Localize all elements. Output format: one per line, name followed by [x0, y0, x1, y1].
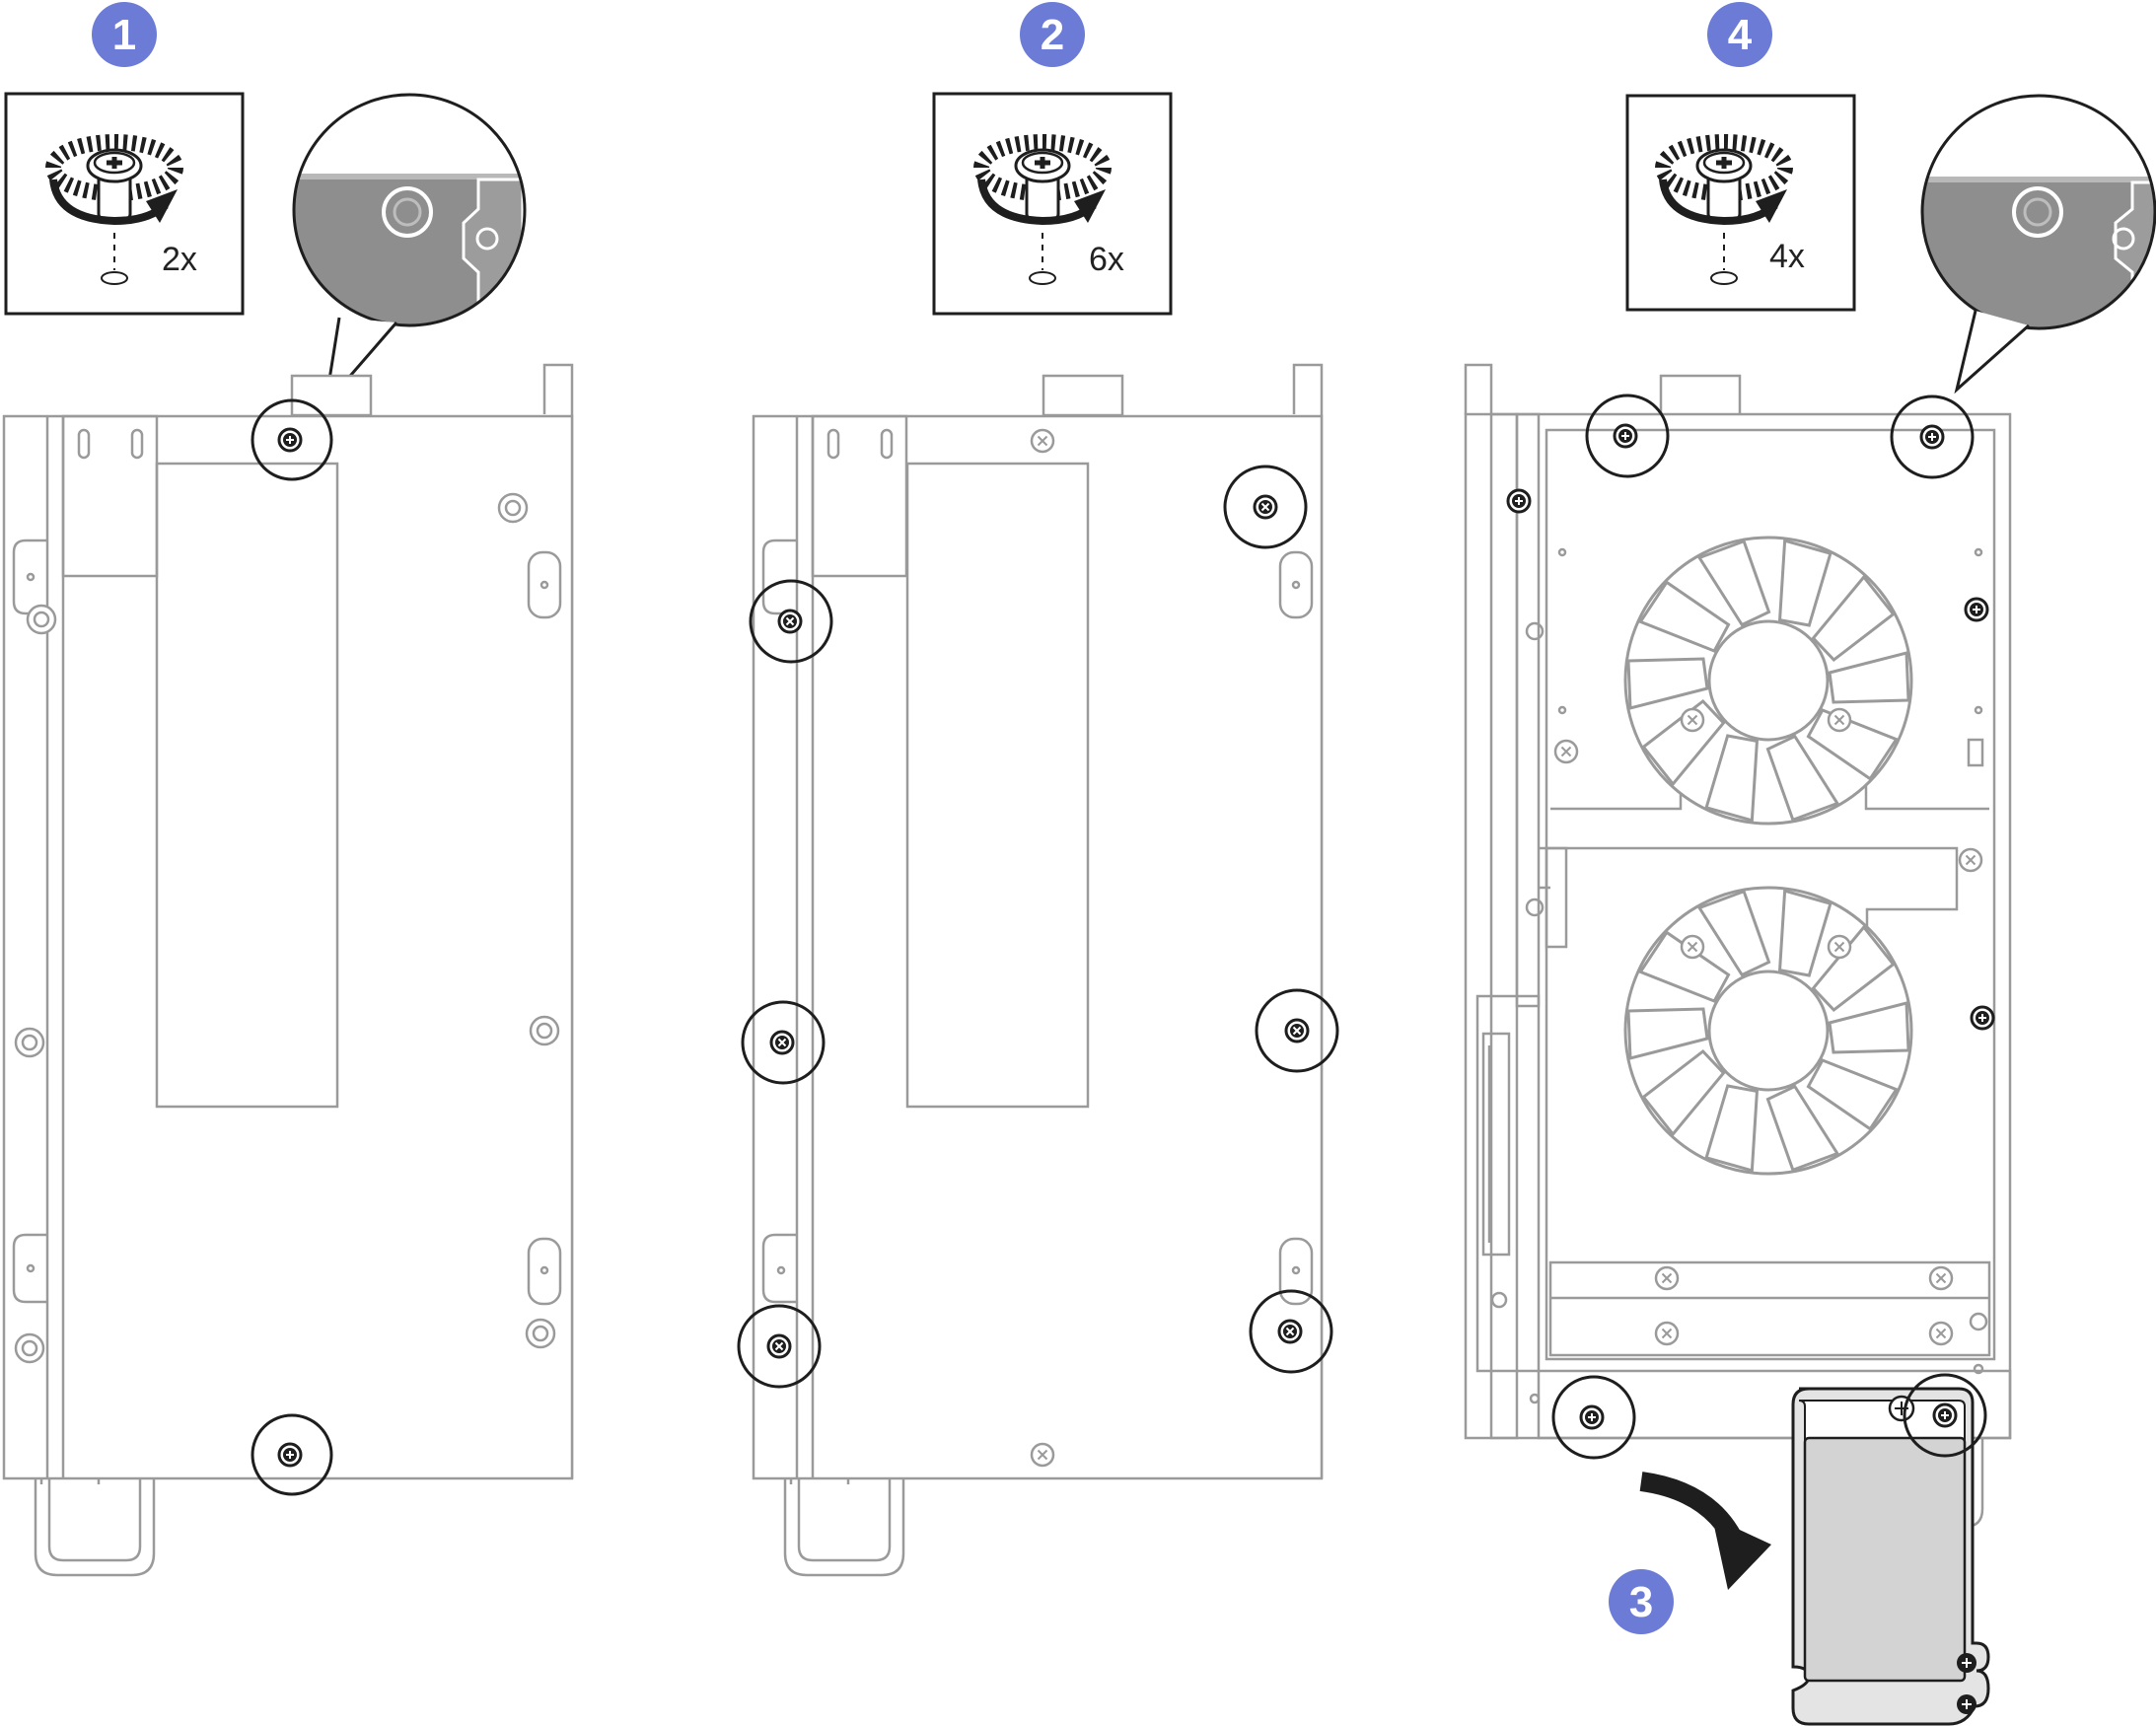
step-badge-2: 2: [1020, 2, 1085, 67]
step-badge-3: 3: [1609, 1569, 1674, 1634]
svg-text:1: 1: [112, 11, 136, 59]
screw-inset-step-2: 6x: [932, 92, 1173, 316]
fan-upper: [1623, 536, 1913, 826]
curved-arrow-icon: [1639, 1472, 1771, 1590]
screw-count-label: 2x: [162, 241, 197, 278]
screw-count-label: 4x: [1769, 238, 1805, 275]
screw-right-bottom-step-2: [1249, 1289, 1333, 1374]
screw-right-top-step-2: [1223, 465, 1308, 549]
screw-inset-step-4: 4x: [1625, 94, 1856, 312]
screw-inset-step-1: 2x: [4, 92, 245, 316]
svg-text:3: 3: [1629, 1578, 1653, 1626]
screw-bottom-step-1: [251, 1413, 333, 1496]
screw-bottom-right-step-4: [1903, 1373, 1987, 1458]
removed-cover-bracket: [1791, 1387, 1990, 1726]
svg-text:4: 4: [1728, 11, 1753, 59]
magnifier-callout-left: [292, 93, 527, 409]
magnifier-callout-right: [1920, 94, 2156, 395]
screw-bottom-left-step-4: [1551, 1375, 1636, 1460]
chassis-top-cover-step-2: [752, 363, 1324, 1577]
step-badge-4: 4: [1707, 2, 1772, 67]
fan-lower: [1623, 886, 1913, 1176]
screw-top-right-step-4: [1890, 395, 1975, 479]
screw-left-top-step-2: [749, 579, 833, 664]
screw-right-middle-step-2: [1255, 988, 1339, 1073]
svg-text:2: 2: [1041, 11, 1064, 59]
step-badge-1: 1: [92, 2, 157, 67]
chassis-top-cover-step-1: [2, 363, 574, 1577]
screw-left-bottom-step-2: [737, 1304, 822, 1389]
screw-top-left-step-4: [1585, 394, 1670, 478]
screw-count-label: 6x: [1089, 241, 1124, 278]
screw-top-step-1: [251, 398, 333, 481]
screw-left-middle-step-2: [741, 1000, 826, 1085]
